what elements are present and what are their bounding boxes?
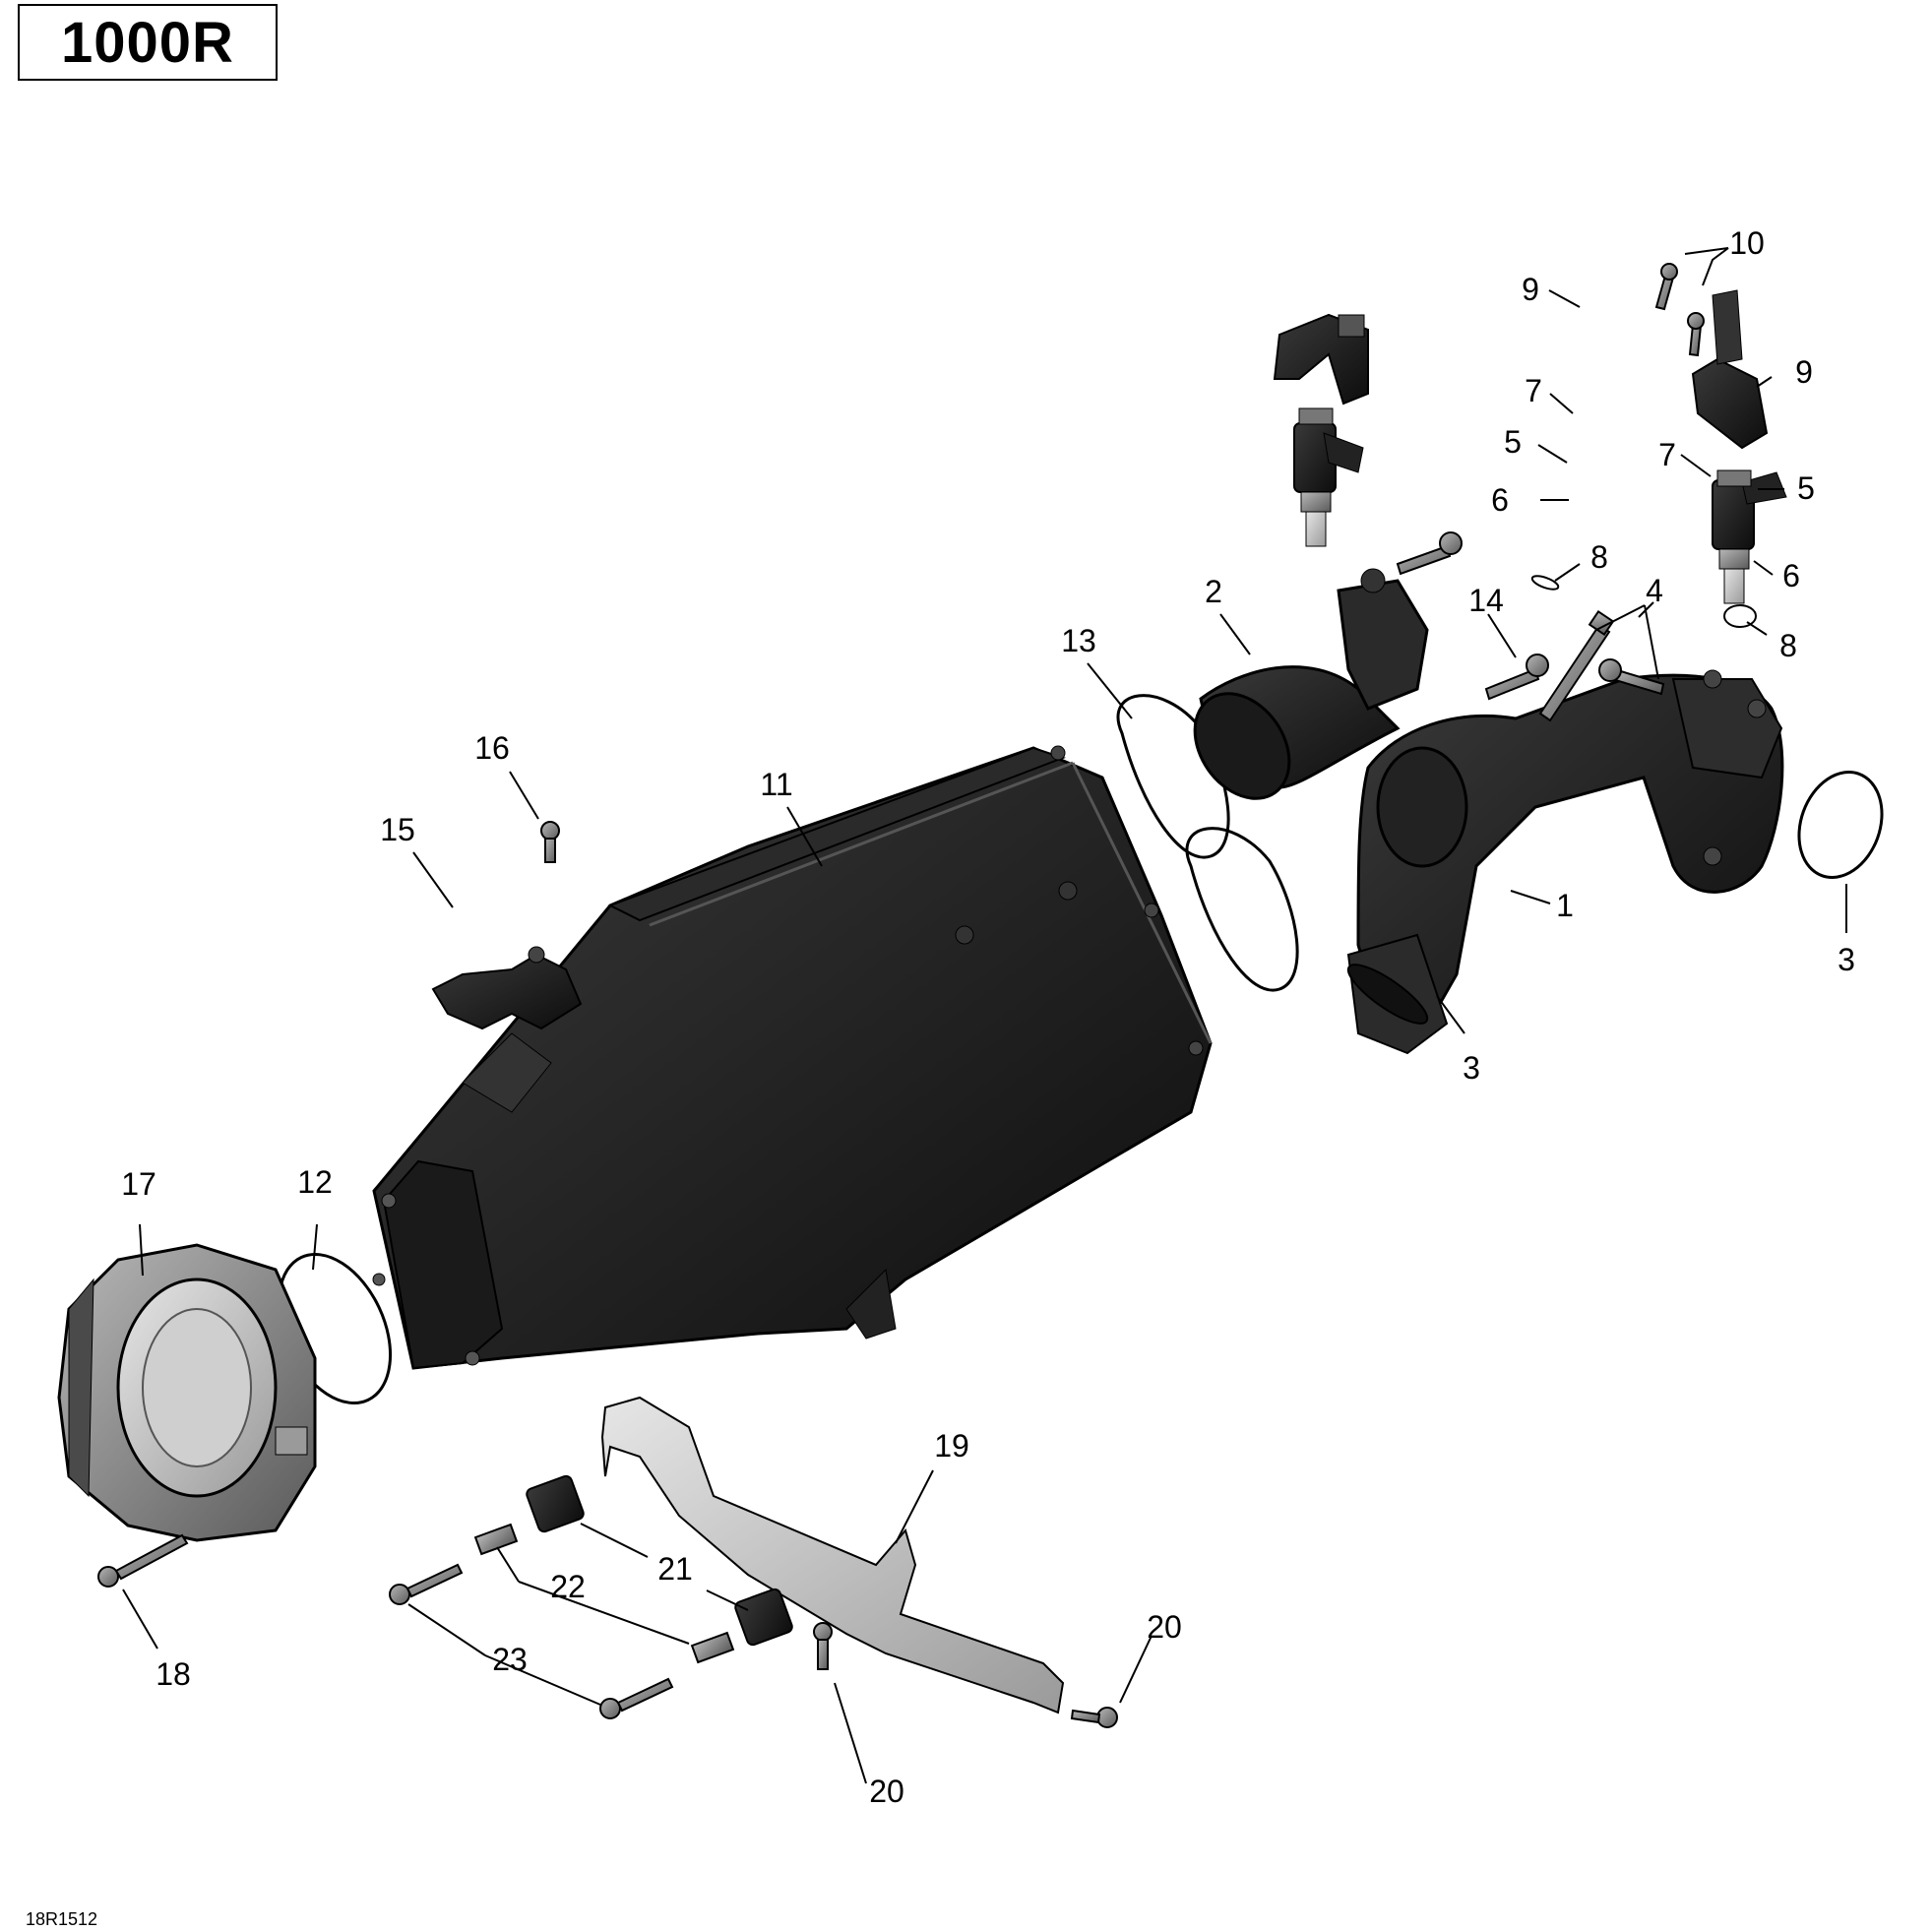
callout-4: 4 — [1646, 573, 1663, 608]
callout-1: 1 — [1556, 888, 1574, 923]
callout-20-bottom: 20 — [869, 1774, 904, 1809]
callout-9-left: 9 — [1522, 272, 1539, 307]
pressure-sensor — [431, 946, 583, 1030]
mounting-bracket — [600, 1396, 1065, 1714]
callout-23: 23 — [492, 1642, 528, 1677]
manifold-bolts — [1396, 531, 1665, 722]
throttle-body — [57, 1243, 317, 1542]
fuel-injector-right — [1712, 469, 1787, 604]
callout-5-left: 5 — [1504, 424, 1522, 460]
callout-19: 19 — [934, 1428, 969, 1464]
drawing-code: 18R1512 — [26, 1909, 98, 1929]
leader-lines — [122, 247, 1847, 1784]
fuel-connector-left — [1273, 313, 1369, 405]
callout-6-left: 6 — [1491, 482, 1509, 518]
callout-20-right: 20 — [1147, 1609, 1182, 1645]
callout-13: 13 — [1061, 623, 1096, 658]
fuel-injector-left — [1293, 407, 1364, 547]
spacers — [473, 1523, 735, 1664]
rubber-bushing-upper — [526, 1474, 585, 1533]
callout-14: 14 — [1468, 583, 1504, 618]
callout-12: 12 — [297, 1164, 333, 1200]
callout-7-right: 7 — [1658, 437, 1676, 472]
callout-18: 18 — [156, 1656, 191, 1692]
callout-5-right: 5 — [1797, 470, 1815, 506]
double-gasket — [1116, 694, 1299, 992]
callout-8-right: 8 — [1779, 628, 1797, 663]
callout-11: 11 — [760, 767, 793, 802]
callout-6-right: 6 — [1782, 558, 1800, 593]
injector-o-ring-right — [1723, 604, 1757, 628]
o-ring-large — [1797, 771, 1884, 879]
rubber-bushing-lower — [734, 1588, 793, 1647]
callout-17: 17 — [121, 1166, 156, 1202]
callout-16: 16 — [474, 730, 510, 766]
callout-7-left: 7 — [1525, 373, 1542, 408]
fuel-connector-right — [1691, 289, 1769, 450]
callout-22: 22 — [550, 1569, 586, 1604]
sensor-screw — [540, 821, 560, 863]
callout-2: 2 — [1205, 574, 1222, 609]
intake-runner — [1193, 568, 1429, 800]
o-ring-flange — [1346, 964, 1429, 1025]
injector-o-ring-left — [1530, 575, 1560, 591]
callout-10: 10 — [1729, 225, 1765, 261]
callout-9-right: 9 — [1795, 354, 1813, 390]
intake-manifold — [1346, 669, 1784, 1055]
callout-21: 21 — [657, 1551, 693, 1587]
callout-3-flange: 3 — [1463, 1050, 1480, 1086]
connector-screws — [1654, 263, 1705, 357]
callout-15: 15 — [380, 812, 415, 847]
callout-3-right: 3 — [1838, 942, 1855, 977]
mount-bolts — [97, 1533, 1118, 1728]
model-label: 1000R — [18, 4, 278, 81]
callout-8-left: 8 — [1590, 539, 1608, 575]
intake-plenum — [372, 745, 1213, 1370]
